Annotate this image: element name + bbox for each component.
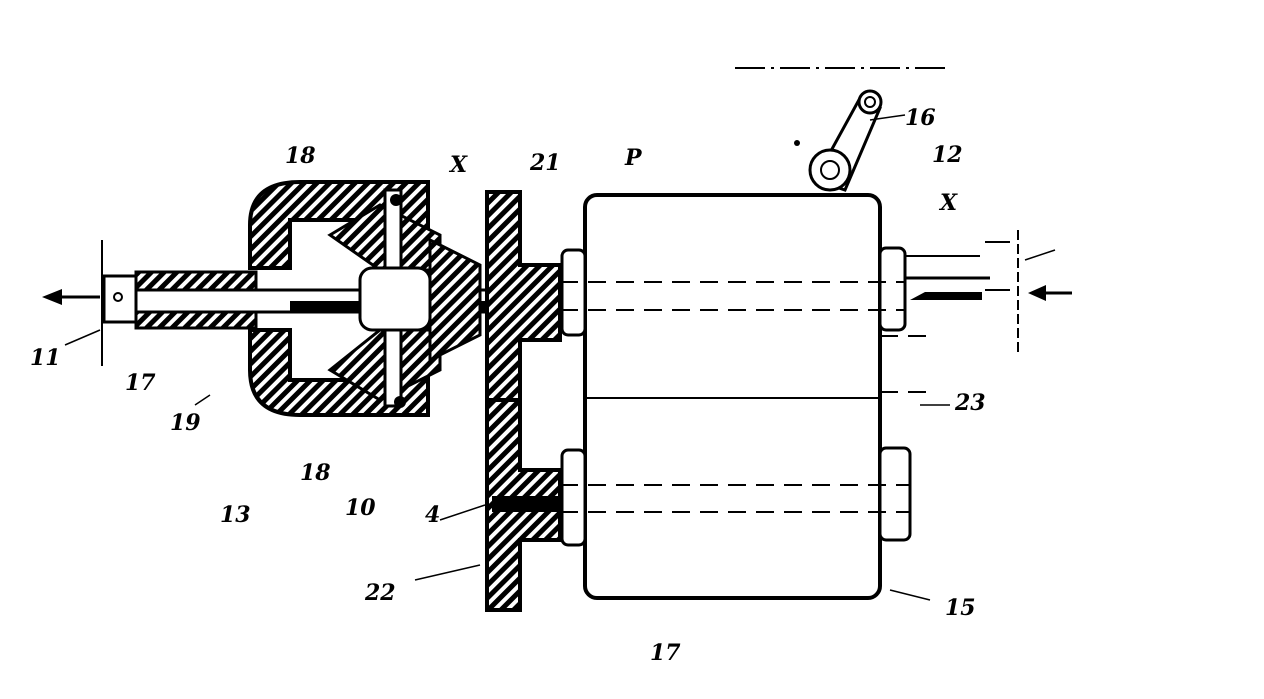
- label-21: 21: [529, 150, 561, 176]
- label-18-bottom: 18: [300, 460, 331, 486]
- label-P: P: [624, 145, 643, 171]
- label-X-left: X: [448, 152, 468, 178]
- left-arrow-icon: [42, 289, 100, 305]
- label-4: 4: [425, 502, 440, 528]
- label-22: 22: [364, 580, 396, 606]
- label-17-bottom: 17: [650, 640, 681, 666]
- label-11: 11: [30, 345, 61, 371]
- label-15: 15: [945, 595, 976, 621]
- label-18-top: 18: [285, 143, 316, 169]
- label-12: 12: [932, 142, 963, 168]
- lever-16: [794, 91, 881, 190]
- right-arrow-icon: [1028, 285, 1072, 301]
- label-16: 16: [905, 105, 936, 131]
- label-X-right: X: [938, 190, 958, 216]
- block-P: [585, 195, 880, 598]
- label-13: 13: [220, 502, 251, 528]
- label-17-left: 17: [125, 370, 156, 396]
- label-19: 19: [170, 410, 201, 436]
- label-23: 23: [954, 390, 986, 416]
- collar-11: [104, 276, 136, 322]
- label-10: 10: [345, 495, 376, 521]
